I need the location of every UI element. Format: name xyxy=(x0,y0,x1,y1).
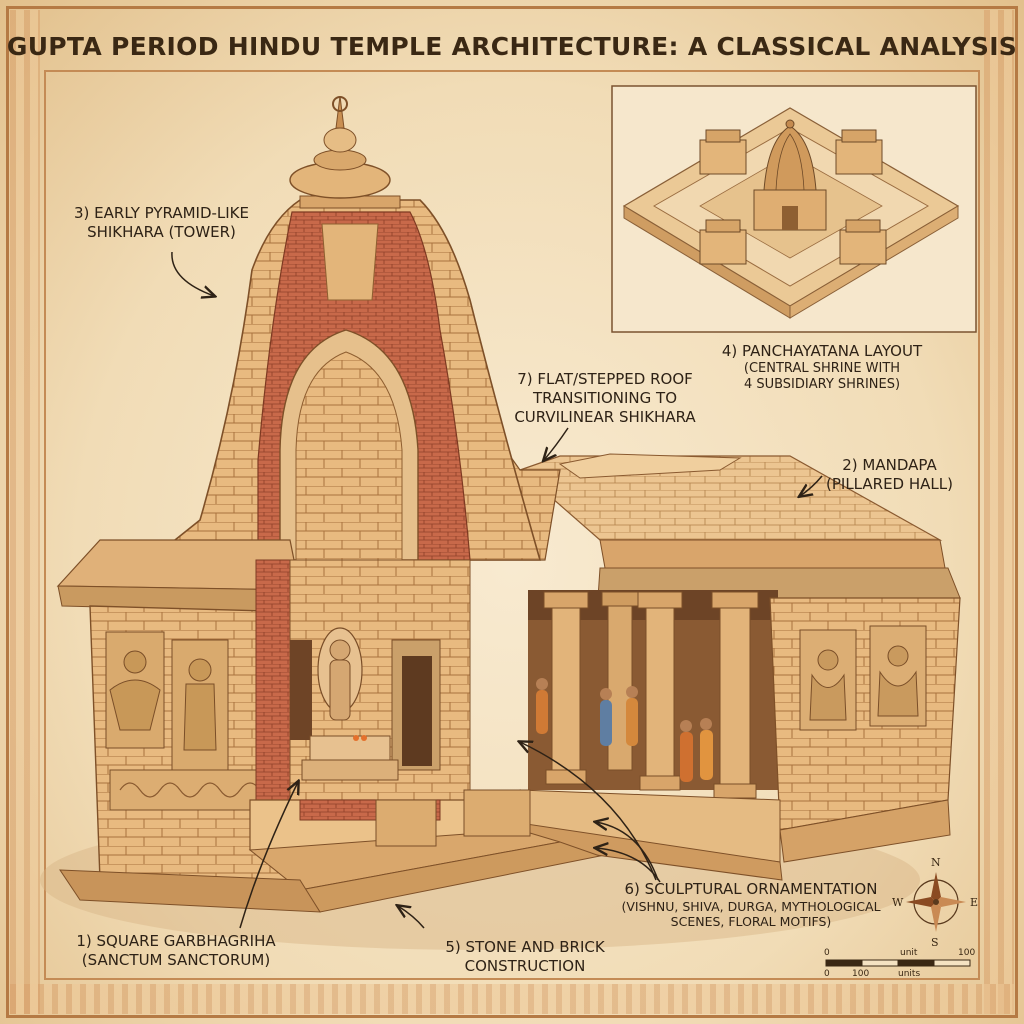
label-construction: 5) STONE AND BRICK CONSTRUCTION xyxy=(445,938,605,975)
subsidiary-shrine-icon xyxy=(699,129,747,175)
arrow-ornament-2 xyxy=(596,822,659,881)
central-shrine-icon xyxy=(753,119,827,231)
subsidiary-shrine-icon xyxy=(699,219,747,265)
subsidiary-shrine-icon xyxy=(839,219,887,265)
label-panchayatana: 4) PANCHAYATANA LAYOUT (CENTRAL SHRINE W… xyxy=(721,342,923,392)
floral-frieze xyxy=(109,769,281,811)
bottom-ornamental-border xyxy=(10,984,1014,1014)
label-ornamentation: 6) SCULPTURAL ORNAMENTATION (VISHNU, SHI… xyxy=(621,880,881,930)
scale-label: 100 xyxy=(958,948,976,958)
arrow-garbhagriha xyxy=(239,782,298,929)
label-shikhara: 3) EARLY PYRAMID-LIKE SHIKHARA (TOWER) xyxy=(74,204,249,241)
arrow-construction xyxy=(398,906,425,929)
outer-border xyxy=(6,6,1018,1018)
left-ornamental-border xyxy=(10,10,40,1014)
sanctum-doorway xyxy=(402,656,432,766)
pillar-icon xyxy=(637,591,683,791)
scale-label: unit xyxy=(900,948,918,958)
mandapa-hall xyxy=(499,453,961,881)
kalasha-finial-icon xyxy=(289,95,401,209)
scale-bar xyxy=(825,959,971,967)
scale-label: 0 xyxy=(824,948,830,958)
subsidiary-shrine-icon xyxy=(835,129,883,175)
compass-north: N xyxy=(931,856,941,869)
scale-label: 100 xyxy=(852,969,870,979)
panchayatana-inset xyxy=(611,85,977,333)
garbhagriha-base xyxy=(56,539,602,913)
right-ornamental-border xyxy=(984,10,1014,1014)
shikhara-tower xyxy=(147,95,561,561)
relief-panel-icon xyxy=(463,789,531,837)
compass-south: S xyxy=(931,936,939,949)
compass-east: E xyxy=(970,896,979,909)
compass-west: W xyxy=(892,896,904,909)
pillar-icon xyxy=(543,591,589,785)
relief-panel-icon xyxy=(375,799,437,847)
arrow-roof xyxy=(544,427,569,460)
arrow-ornament-1 xyxy=(520,742,657,881)
arrow-mandapa xyxy=(800,475,823,496)
page-title: GUPTA PERIOD HINDU TEMPLE ARCHITECTURE: … xyxy=(6,32,1018,61)
callout-arrows xyxy=(171,251,823,929)
arrow-shikhara xyxy=(171,251,214,296)
deity-statue-icon xyxy=(301,627,399,781)
mandapa-side-wall xyxy=(769,597,961,831)
label-garbhagriha: 1) SQUARE GARBHAGRIHA (SANCTUM SANCTORUM… xyxy=(76,932,276,969)
sanctum-doorway xyxy=(290,640,312,740)
arrow-ornament-3 xyxy=(596,848,661,883)
scale-label: units xyxy=(898,969,921,979)
scale-label: 0 xyxy=(824,969,830,979)
compass-rose-icon xyxy=(906,872,966,932)
inner-border xyxy=(44,70,980,980)
label-roof: 7) FLAT/STEPPED ROOF TRANSITIONING TO CU… xyxy=(514,370,696,426)
label-mandapa: 2) MANDAPA (PILLARED HALL) xyxy=(826,456,953,493)
worshipper-figures xyxy=(536,678,713,782)
